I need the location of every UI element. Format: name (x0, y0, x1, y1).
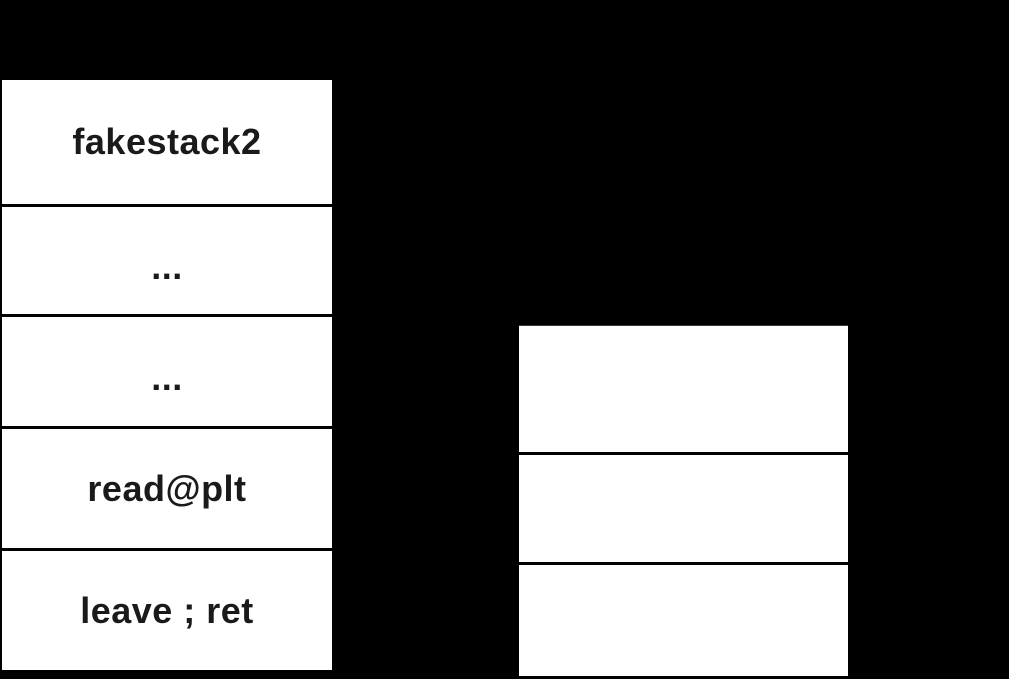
stack-cell-leave-ret: leave ; ret (2, 551, 332, 670)
stack-cell-fakestack2: fakestack2 (2, 80, 332, 207)
empty-stack (519, 325, 848, 676)
fakestack2-stack: fakestack2 ... ... read@plt leave ; ret (2, 80, 332, 670)
stack-cell-ellipsis-1: ... (2, 207, 332, 317)
cell-label-fakestack2: fakestack2 (72, 121, 262, 162)
cell-label-read-plt: read@plt (87, 467, 247, 509)
empty-stack-cell-3 (519, 565, 848, 676)
empty-stack-cell-2 (519, 455, 848, 565)
cell-label-ellipsis-2: ... (151, 356, 183, 398)
cell-label-ellipsis-1: ... (151, 245, 183, 287)
stack-cell-ellipsis-2: ... (2, 317, 332, 429)
empty-stack-cell-1 (519, 326, 848, 455)
cell-label-leave-ret: leave ; ret (80, 589, 254, 631)
stack-cell-read-plt: read@plt (2, 429, 332, 551)
